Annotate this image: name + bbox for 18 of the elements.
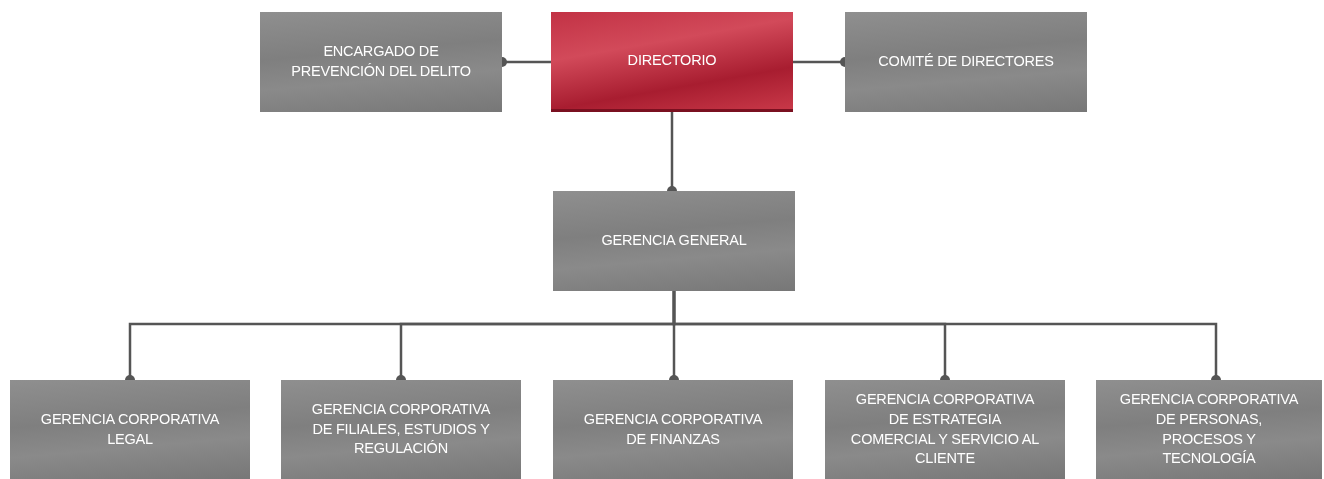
box-label: COMITÉ DE DIRECTORES [878, 52, 1054, 72]
org-box [553, 191, 795, 291]
org-box [281, 380, 521, 479]
box-label: GERENCIA CORPORATIVA DE FILIALES, ESTUDIOS Y REGULACIÓN [310, 400, 492, 459]
box-label: ENCARGADO DE PREVENCIÓN DEL DELITO [290, 42, 472, 81]
org-box [845, 12, 1087, 112]
org-box [1096, 380, 1322, 479]
org-box [553, 380, 793, 479]
org-box [825, 380, 1065, 479]
box-label: GERENCIA CORPORATIVA DE PERSONAS, PROCESOS Y TECNOLOGÍA [1118, 390, 1300, 469]
org-box [10, 380, 250, 479]
box-label: GERENCIA GENERAL [601, 231, 747, 251]
box-label: GERENCIA CORPORATIVA LEGAL [39, 409, 221, 449]
org-box [551, 12, 793, 112]
box-label: GERENCIA CORPORATIVA DE ESTRATEGIA COMERCIAL Y SERVICIO AL CLIENTE [849, 390, 1041, 469]
org-box [260, 12, 502, 112]
box-label: DIRECTORIO [627, 50, 717, 70]
box-label: GERENCIA CORPORATIVA DE FINANZAS [582, 409, 764, 449]
